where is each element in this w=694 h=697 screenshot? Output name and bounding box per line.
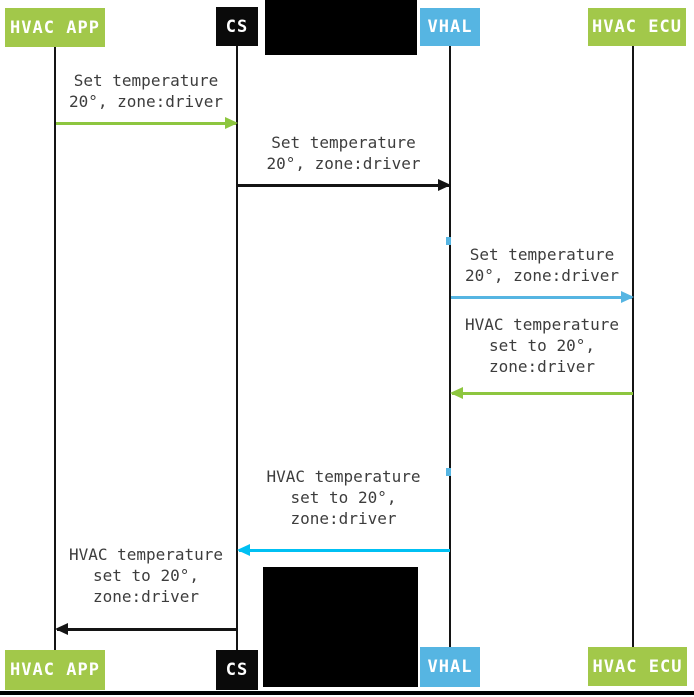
actor-vhal-bottom: VHAL <box>420 647 480 687</box>
message-arrow-3 <box>451 291 634 303</box>
lifeline-hvac-ecu <box>632 46 634 650</box>
redacted-block-top <box>265 0 417 55</box>
message-label-4: HVAC temperature set to 20°, zone:driver <box>464 315 620 376</box>
arrowhead-left-icon <box>450 387 463 399</box>
message-arrow-4 <box>450 387 633 399</box>
vhal-activation-tick <box>446 468 451 476</box>
actor-label: HVAC ECU <box>592 17 682 37</box>
message-arrow-1 <box>56 117 238 129</box>
message-arrow-2 <box>238 179 451 191</box>
actor-label: VHAL <box>427 657 473 677</box>
lifeline-hvac-app <box>54 46 56 650</box>
actor-hvac-ecu-bottom: HVAC ECU <box>588 647 687 686</box>
arrowhead-left-icon <box>237 544 250 556</box>
actor-hvac-app-top: HVAC APP <box>5 8 105 47</box>
actor-hvac-app-bottom: HVAC APP <box>5 650 105 690</box>
message-label-6: HVAC temperature set to 20°, zone:driver <box>68 545 224 606</box>
message-label-2: Set temperature 20°, zone:driver <box>266 133 421 173</box>
actor-label: CS <box>225 660 249 680</box>
actor-vhal-top: VHAL <box>420 8 480 46</box>
lifeline-cs <box>236 46 238 650</box>
lifeline-vhal <box>449 46 451 650</box>
actor-label: VHAL <box>427 17 473 37</box>
arrowhead-right-icon <box>621 291 634 303</box>
actor-label: CS <box>225 16 249 37</box>
actor-label: HVAC ECU <box>592 656 683 677</box>
actor-label: HVAC APP <box>10 660 100 680</box>
vhal-activation-tick <box>446 237 451 245</box>
arrowhead-right-icon <box>438 179 451 191</box>
redacted-block-bottom <box>263 567 418 687</box>
arrowhead-left-icon <box>55 623 68 635</box>
bottom-border-bar <box>0 691 694 695</box>
message-label-3: Set temperature 20°, zone:driver <box>464 245 620 285</box>
actor-cs-bottom: CS <box>216 650 258 690</box>
message-arrow-5 <box>237 544 450 556</box>
actor-hvac-ecu-top: HVAC ECU <box>588 8 686 46</box>
arrowhead-right-icon <box>225 117 238 129</box>
actor-cs-top: CS <box>216 7 258 46</box>
message-arrow-6 <box>55 623 237 635</box>
message-label-5: HVAC temperature set to 20°, zone:driver <box>266 467 421 528</box>
message-label-1: Set temperature 20°, zone:driver <box>68 71 224 111</box>
actor-label: HVAC APP <box>10 17 100 38</box>
